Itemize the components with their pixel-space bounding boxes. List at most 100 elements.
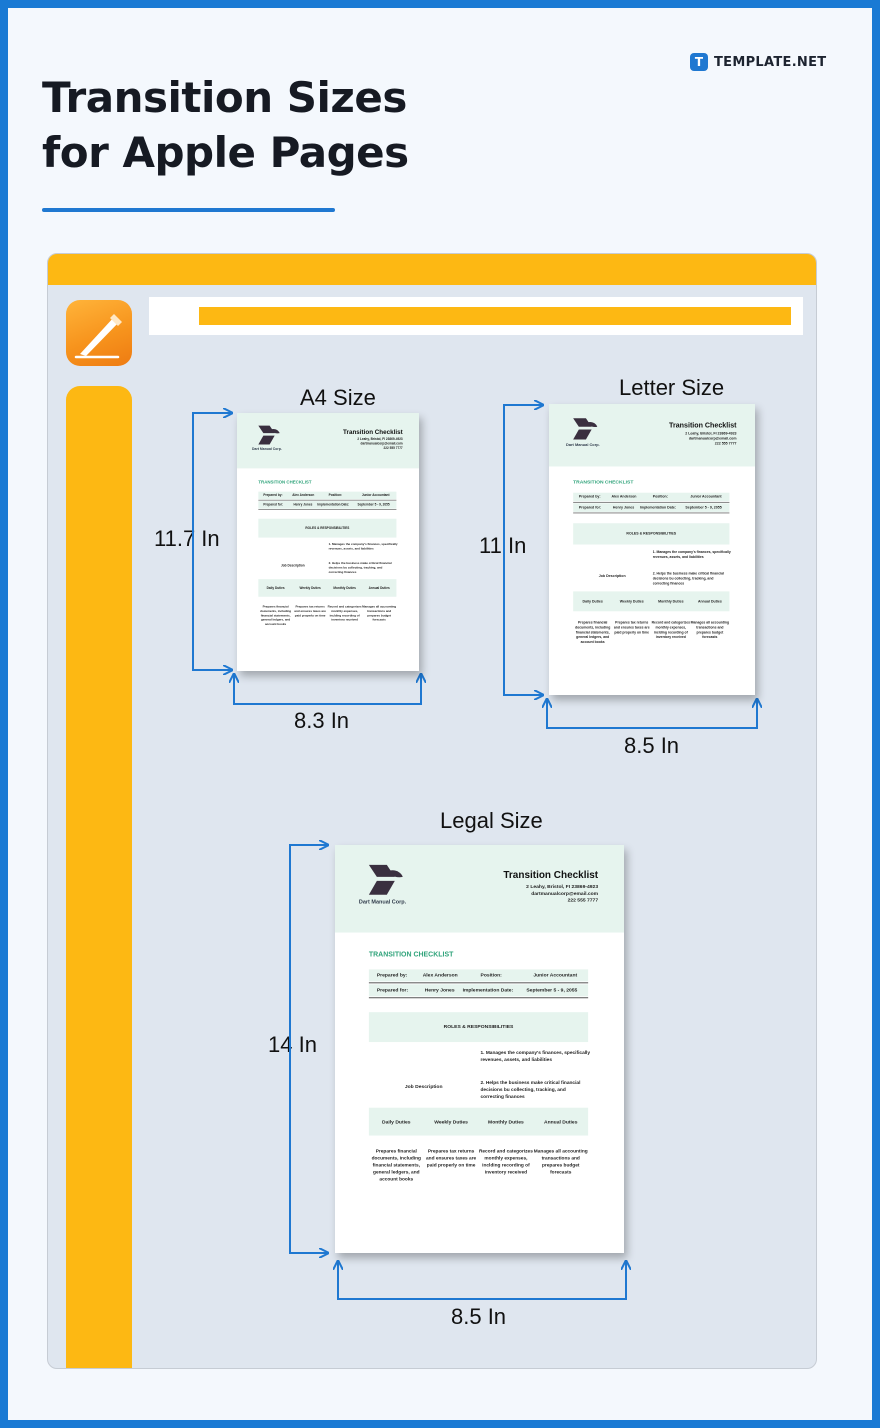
prepared-for-label: Prepared for: — [376, 987, 409, 994]
toolbar-field-fill — [199, 307, 791, 325]
weekly-duties-text: Prepares tax returns and ensures taxes a… — [425, 1149, 477, 1169]
row-rule — [368, 997, 589, 999]
title-line-2: for Apple Pages — [42, 128, 409, 177]
document-title: Transition Checklist — [669, 421, 737, 430]
annual-duties-text: Manages all accounting transactions and … — [533, 1149, 588, 1176]
letter-height-arrow — [503, 404, 540, 696]
company-address: 2 Leahy, Bristol, FI 23869-4923 dartmanu… — [526, 884, 598, 906]
legal-height-arrow — [289, 844, 325, 1254]
row-shade — [368, 984, 589, 997]
apple-pages-icon — [66, 300, 132, 366]
prepared-by-label: Prepared by: — [376, 972, 408, 979]
responsibility-2: 2. Helps the business make critical fina… — [328, 562, 392, 575]
prepared-for-label: Prepared for: — [263, 502, 284, 507]
responsibility-2: 2. Helps the business make critical fina… — [652, 572, 724, 586]
row-rule — [573, 501, 730, 503]
legal-width-arrow — [337, 1265, 627, 1300]
row-shade — [368, 969, 589, 982]
responsibility-1: 1. Manages the company's finances, speci… — [480, 1050, 591, 1063]
row-shade — [573, 503, 730, 512]
duties-header: Monthly Duties — [488, 1119, 524, 1126]
height-label-a4: 11.7 In — [154, 526, 220, 551]
document-preview-legal: Dart Manual Corp. Transition Checklist 2… — [335, 845, 624, 1253]
duties-header: Annual Duties — [368, 586, 390, 591]
section-heading: TRANSITION CHECKLIST — [368, 951, 454, 959]
roles-heading: ROLES & RESPONSIBILITIES — [626, 531, 677, 537]
responsibility-1: 1. Manages the company's finances, speci… — [652, 550, 731, 560]
monthly-duties-text: Record and categorizes monthly expenses,… — [651, 621, 691, 640]
weekly-duties-text: Prepares tax returns and ensures taxes a… — [613, 621, 650, 635]
size-name-a4: A4 Size — [300, 385, 376, 410]
prepared-by-value: Alex Anderson — [422, 972, 458, 979]
size-name-legal: Legal Size — [440, 808, 543, 833]
document-title: Transition Checklist — [343, 428, 403, 436]
job-description-label: Job Description — [404, 1083, 443, 1090]
row-rule — [258, 509, 397, 510]
document-preview-a4: Dart Manual Corp. Transition Checklist 2… — [237, 413, 419, 671]
annual-duties-text: Manages all accounting transactions and … — [362, 605, 397, 622]
a4-width-arrow — [233, 680, 422, 705]
daily-duties-text: Prepares financial documents, including … — [371, 1149, 421, 1183]
weekly-duties-text: Prepares tax returns and ensures taxes a… — [294, 605, 326, 618]
duties-header-band: Daily Duties Weekly Duties Monthly Dutie… — [258, 579, 397, 597]
prepared-by-value: Alex Anderson — [292, 493, 315, 498]
duties-header: Monthly Duties — [333, 586, 356, 591]
email-line: dartmanualcorp@email.com — [360, 442, 403, 446]
company-address: 2 Leahy, Bristol, FI 23869-4923 dartmanu… — [685, 432, 736, 447]
row-shade — [258, 491, 397, 500]
height-label-letter: 11 In — [479, 533, 527, 558]
phone-line: 222 555 7777 — [714, 441, 737, 447]
width-label-letter: 8.5 In — [624, 733, 680, 758]
page-title: Transition Sizes for Apple Pages — [42, 70, 462, 180]
prepared-by-value: Alex Anderson — [611, 494, 637, 500]
duties-header: Daily Duties — [582, 599, 603, 605]
prepared-for-value: Henry Jones — [612, 505, 635, 510]
brand-name: TEMPLATE.NET — [714, 54, 827, 70]
row-shade — [258, 501, 397, 509]
row-shade — [573, 492, 730, 502]
row-rule — [573, 512, 730, 514]
implementation-date-label: Implementation Date: — [317, 502, 350, 507]
prepared-for-row: Prepared for: Henry Jones Implementation… — [573, 503, 730, 514]
email-line: dartmanualcorp@email.com — [688, 436, 737, 442]
title-line-1: Transition Sizes — [42, 73, 407, 122]
roles-heading: ROLES & RESPONSIBILITIES — [443, 1024, 514, 1031]
prepared-for-row: Prepared for: Henry Jones Implementation… — [368, 984, 589, 999]
letter-width-arrow — [546, 705, 758, 729]
duties-header-band: Daily Duties Weekly Duties Monthly Dutie… — [573, 591, 730, 612]
position-value: Junior Accountant — [690, 494, 722, 500]
company-logo-icon — [573, 418, 598, 440]
document-page: Dart Manual Corp. Transition Checklist 2… — [335, 845, 624, 1253]
daily-duties-text: Prepares financial documents, including … — [575, 621, 611, 645]
template-net-logo-icon: T — [690, 53, 708, 71]
position-label: Position: — [328, 493, 343, 498]
document-title: Transition Checklist — [503, 869, 599, 881]
prepared-by-row: Prepared by: Alex Anderson Position: Jun… — [573, 492, 730, 503]
company-logo-icon — [258, 425, 280, 445]
implementation-date-label: Implementation Date: — [462, 987, 514, 994]
implementation-date-value: September 5 - 9, 2055 — [685, 505, 722, 510]
position-label: Position: — [652, 494, 668, 500]
document-page: Dart Manual Corp. Transition Checklist 2… — [549, 404, 755, 695]
toolbar-field — [149, 297, 803, 335]
document-page: Dart Manual Corp. Transition Checklist 2… — [237, 413, 419, 671]
position-value: Junior Accountant — [533, 972, 578, 979]
roles-heading-band: ROLES & RESPONSIBILITIES — [368, 1012, 589, 1043]
job-description-label: Job Description — [598, 574, 626, 579]
duties-header: Annual Duties — [697, 599, 722, 605]
position-label: Position: — [480, 972, 502, 979]
roles-heading: ROLES & RESPONSIBILITIES — [305, 526, 350, 531]
duties-header: Monthly Duties — [658, 599, 684, 605]
duties-header-band: Daily Duties Weekly Duties Monthly Dutie… — [368, 1107, 589, 1136]
prepared-by-row: Prepared by: Alex Anderson Position: Jun… — [368, 969, 589, 984]
company-name: Dart Manual Corp. — [566, 443, 600, 448]
monthly-duties-text: Record and categorizes monthly expenses,… — [478, 1149, 533, 1176]
company-name: Dart Manual Corp. — [358, 899, 407, 906]
section-heading: TRANSITION CHECKLIST — [573, 479, 634, 485]
address-line: 2 Leahy, Bristol, FI 23869-4923 — [526, 883, 599, 890]
position-value: Junior Accountant — [361, 493, 390, 498]
window-title-bar — [48, 254, 816, 285]
duties-header: Weekly Duties — [619, 599, 644, 605]
company-name: Dart Manual Corp. — [252, 447, 282, 452]
